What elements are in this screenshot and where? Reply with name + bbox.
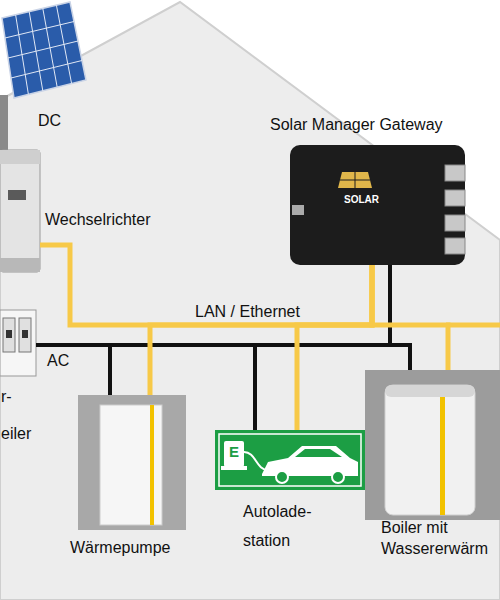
ethernet-cable xyxy=(297,265,372,430)
distribution-board xyxy=(0,310,36,376)
power-cable xyxy=(36,345,410,370)
cable-label: DC xyxy=(38,112,61,130)
node-caption: Wechselrichter xyxy=(45,210,175,230)
gateway-device xyxy=(290,145,465,265)
inverter-node: Wechselrichter xyxy=(0,150,40,272)
charging-station xyxy=(215,430,365,490)
node-caption: Solar Manager Gateway xyxy=(270,115,500,135)
ethernet-cable xyxy=(150,265,372,395)
solar-panel xyxy=(0,2,86,152)
water-boiler xyxy=(365,370,500,520)
power-cable xyxy=(36,265,390,345)
inverter-device xyxy=(0,150,40,272)
node-caption: Boiler mit Wassererwärm xyxy=(381,517,500,559)
power-label: AC xyxy=(47,352,69,370)
node-caption: r- eiler xyxy=(1,378,37,452)
node-caption: Wärmepumpe xyxy=(70,538,200,558)
ethernet-cable xyxy=(372,265,448,370)
power-cable xyxy=(36,345,110,395)
network-label: LAN / Ethernet xyxy=(195,303,300,321)
pump-letter: E xyxy=(229,443,239,461)
node-caption: Autolade- station xyxy=(243,497,325,555)
lan-bus-stub xyxy=(446,323,500,328)
power-cable xyxy=(36,345,255,430)
heat-pump xyxy=(78,395,186,530)
distribution-node: r- eiler xyxy=(0,310,36,376)
heat-pump-node: Wärmepumpe xyxy=(78,395,186,530)
boiler-node: Boiler mit Wassererwärm xyxy=(365,370,500,520)
logo-text: SOLAR xyxy=(344,191,379,209)
ethernet-cable xyxy=(40,245,372,325)
